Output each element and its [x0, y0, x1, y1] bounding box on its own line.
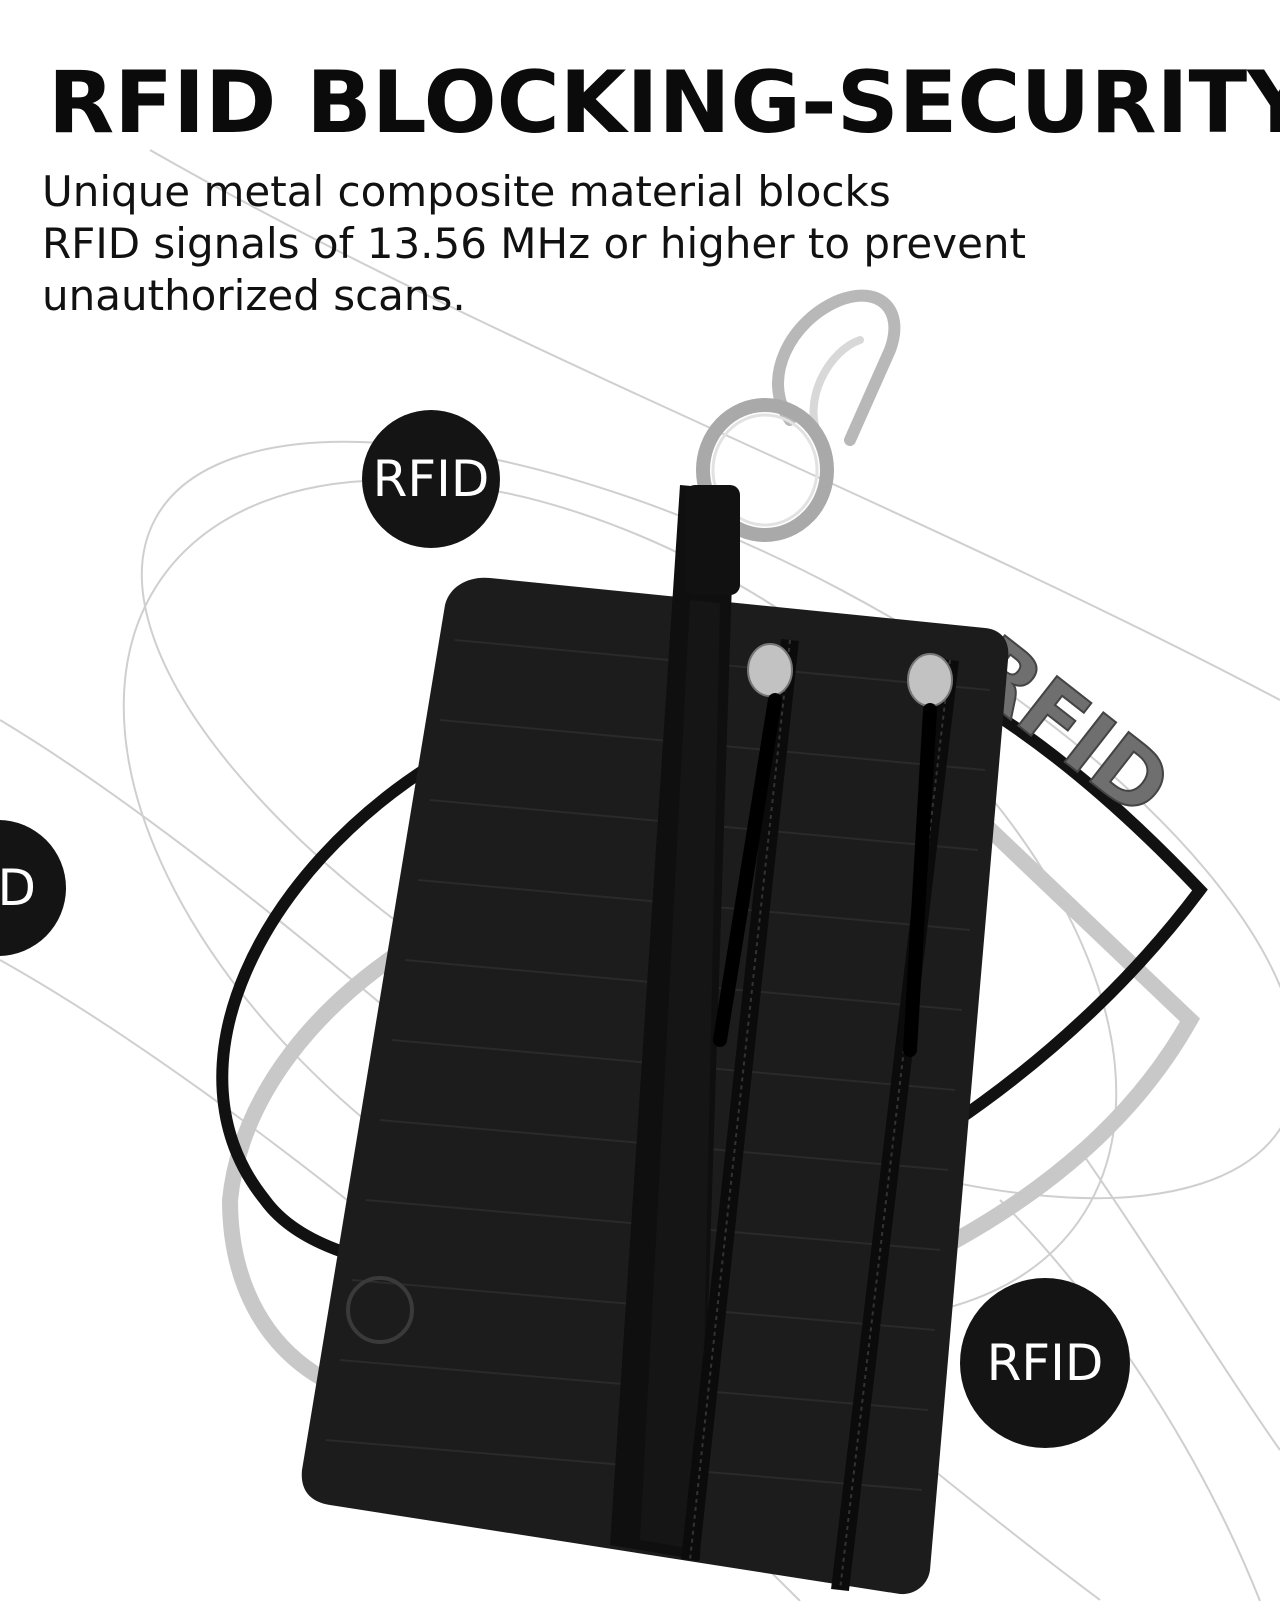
- rfid-badge-left-label: D: [0, 859, 36, 917]
- rfid-badge-bottom-label: RFID: [986, 1334, 1104, 1392]
- key-ring: [696, 398, 834, 542]
- description-line-3: unauthorized scans.: [42, 271, 466, 320]
- rfid-badge-top: RFID: [362, 410, 500, 548]
- rfid-badge-bottom: RFID: [960, 1278, 1130, 1448]
- brand-logo-icon: [346, 1276, 414, 1344]
- description-line-1: Unique metal composite material blocks: [42, 167, 891, 216]
- wallet-pouch: [301, 485, 1009, 1595]
- description-line-2: RFID signals of 13.56 MHz or higher to p…: [42, 219, 1027, 268]
- page-title: RFID BLOCKING-SECURITY: [48, 53, 1280, 153]
- feature-description: Unique metal composite material blocks R…: [42, 166, 1142, 322]
- rfid-badge-top-label: RFID: [372, 450, 490, 508]
